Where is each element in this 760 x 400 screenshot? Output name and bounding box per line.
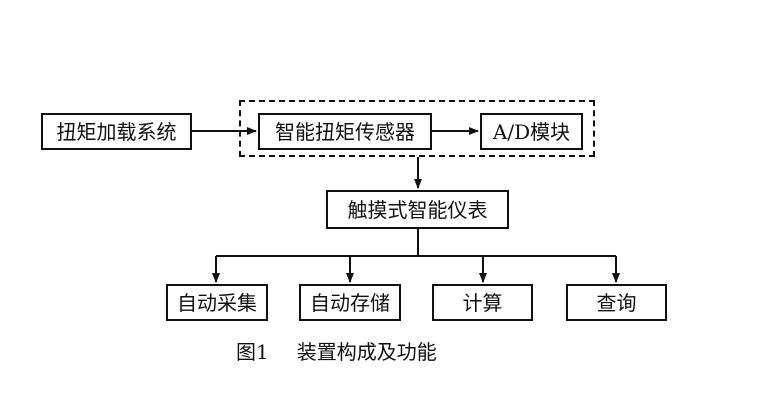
smart-torque-sensor-node: 智能扭矩传感器 [258, 113, 432, 150]
touch-smart-instrument-label: 触摸式智能仪表 [347, 197, 488, 222]
figure-title: 装置构成及功能 [296, 340, 437, 364]
torque-loading-system-label: 扭矩加载系统 [56, 119, 177, 144]
compute-node: 计算 [432, 284, 533, 321]
auto-store-node: 自动存储 [299, 284, 401, 321]
compute-label: 计算 [462, 290, 503, 315]
ad-module-label: A/D模块 [492, 119, 571, 144]
auto-collect-label: 自动采集 [177, 290, 257, 315]
sensor-module-group [239, 100, 595, 157]
auto-store-label: 自动存储 [310, 290, 390, 315]
smart-torque-sensor-label: 智能扭矩传感器 [275, 119, 415, 144]
query-node: 查询 [566, 284, 667, 321]
auto-collect-node: 自动采集 [166, 284, 268, 321]
torque-loading-system-node: 扭矩加载系统 [41, 113, 192, 150]
query-label: 查询 [596, 290, 637, 315]
ad-module-node: A/D模块 [480, 113, 583, 150]
figure-number: 图1 [236, 340, 269, 364]
touch-smart-instrument-node: 触摸式智能仪表 [326, 190, 509, 229]
figure-caption: 图1 装置构成及功能 [236, 342, 437, 362]
